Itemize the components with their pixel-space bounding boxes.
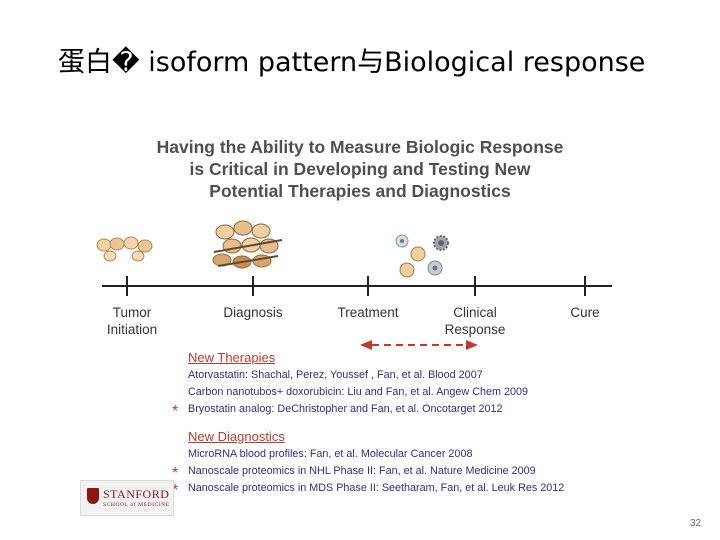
therapy-reference: Atorvastatin: Shachal, Perez, Youssef , … (188, 369, 483, 381)
diagnosis-cells (213, 221, 282, 268)
new-diagnostics-heading: New Diagnostics (188, 429, 285, 444)
stanford-logo-name: STANFORD (103, 487, 169, 502)
stage-label-clinical-response: Clinical Response (420, 304, 530, 338)
treatment-response-arrow (360, 340, 478, 350)
stage-label-line: Initiation (77, 321, 187, 338)
diagnostic-reference: Nanoscale proteomics in MDS Phase II: Se… (188, 482, 564, 494)
page-number: 32 (690, 518, 701, 529)
diagnostic-reference: Nanoscale proteomics in NHL Phase II: Fa… (188, 465, 536, 477)
stage-label-cure: Cure (530, 304, 640, 321)
stage-label-line: Treatment (313, 304, 423, 321)
stage-label-line: Clinical (420, 304, 530, 321)
stage-label-tumor-initiation: Tumor Initiation (77, 304, 187, 338)
diagnostic-reference: MicroRNA blood profiles: Fan, et al. Mol… (188, 448, 472, 460)
stage-label-line: Diagnosis (198, 304, 308, 321)
stage-label-treatment: Treatment (313, 304, 423, 321)
treatment-cells (396, 235, 448, 277)
stanford-logo-subtitle: SCHOOL of MEDICINE (103, 502, 170, 508)
stage-label-line: Cure (530, 304, 640, 321)
stage-label-diagnosis: Diagnosis (198, 304, 308, 321)
stage-label-line: Tumor (77, 304, 187, 321)
tumor-initiation-cells (97, 237, 152, 261)
new-therapies-heading: New Therapies (188, 350, 275, 365)
stanford-shield-icon (87, 488, 99, 504)
therapy-reference: Bryostatin analog: DeChristopher and Fan… (188, 403, 503, 415)
stage-label-line: Response (420, 321, 530, 338)
stanford-logo: STANFORD SCHOOL of MEDICINE (80, 480, 174, 516)
star-marker: * (172, 404, 178, 420)
therapy-reference: Carbon nanotubos+ doxorubicin: Liu and F… (188, 386, 528, 398)
